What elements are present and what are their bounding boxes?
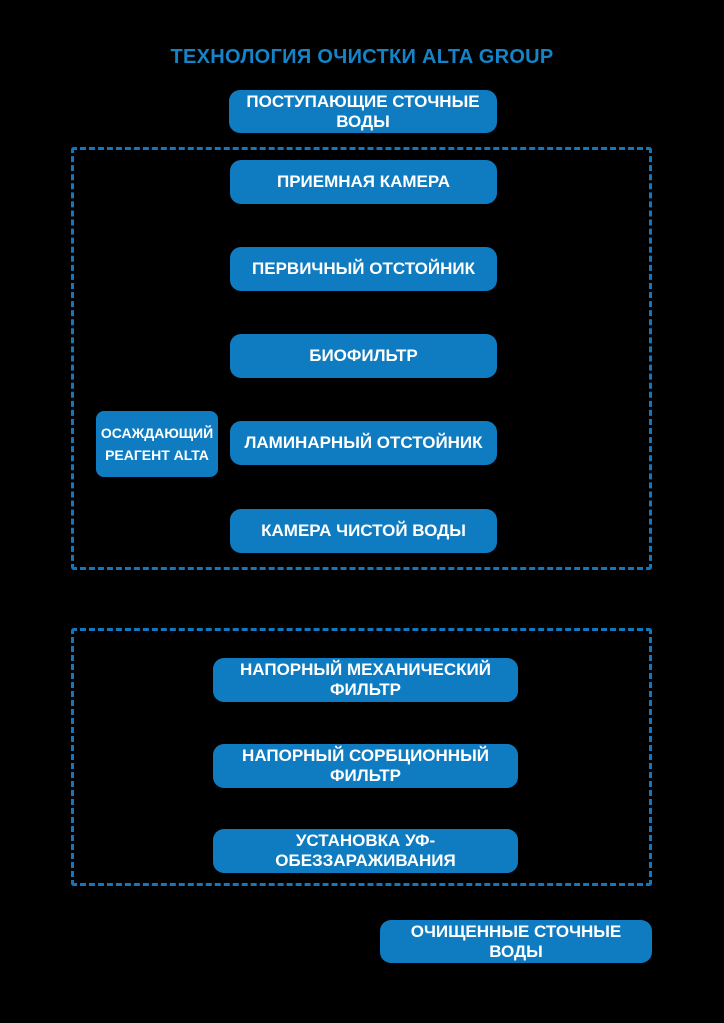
side-node-line1: ОСАЖДАЮЩИЙ [100,424,214,441]
stage1-dashed-container [71,147,652,570]
node-primary-settler: ПЕРВИЧНЫЙ ОТСТОЙНИК [230,247,497,291]
node-pressure-mechanical-filter: НАПОРНЫЙ МЕХАНИЧЕСКИЙ ФИЛЬТР [213,658,518,702]
node-incoming-wastewater: ПОСТУПАЮЩИЕ СТОЧНЫЕ ВОДЫ [229,90,497,133]
node-pressure-sorption-filter: НАПОРНЫЙ СОРБЦИОННЫЙ ФИЛЬТР [213,744,518,788]
node-clean-water-chamber: КАМЕРА ЧИСТОЙ ВОДЫ [230,509,497,553]
node-laminar-settler: ЛАМИНАРНЫЙ ОТСТОЙНИК [230,421,497,465]
side-node-precipitating-reagent-alta: ОСАЖДАЮЩИЙ РЕАГЕНТ ALTA [96,411,218,477]
node-uv-disinfection-unit: УСТАНОВКА УФ-ОБЕЗЗАРАЖИВАНИЯ [213,829,518,873]
stage2-dashed-container [71,628,652,886]
node-biofilter: БИОФИЛЬТР [230,334,497,378]
node-receiving-chamber: ПРИЕМНАЯ КАМЕРА [230,160,497,204]
node-treated-wastewater: ОЧИЩЕННЫЕ СТОЧНЫЕ ВОДЫ [380,920,652,963]
diagram-title: ТЕХНОЛОГИЯ ОЧИСТКИ ALTA GROUP [170,46,554,68]
side-node-line2: РЕАГЕНТ ALTA [105,447,209,463]
